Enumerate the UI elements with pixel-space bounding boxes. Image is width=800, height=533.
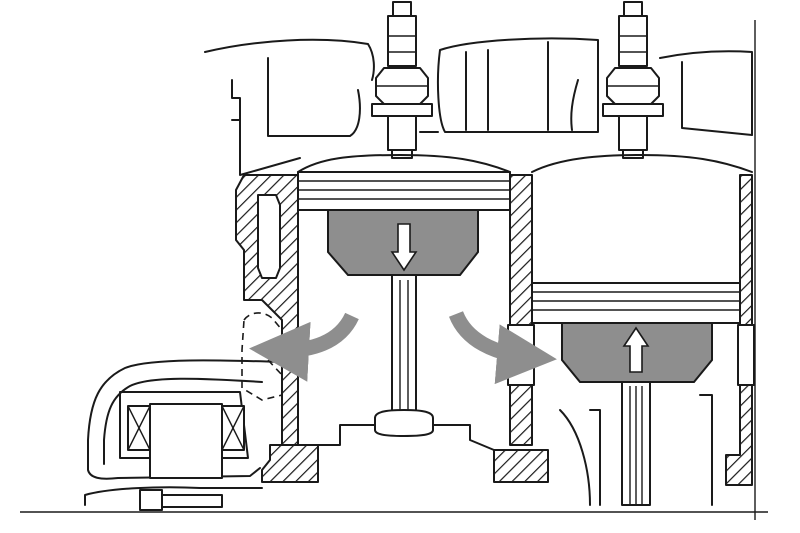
cylinder-head [204, 37, 753, 176]
spark-plug-left [371, 1, 433, 159]
connecting-rod-right [559, 381, 713, 506]
piston-right [531, 282, 741, 383]
piston-up-arrow-icon [622, 326, 650, 373]
spark-plug-right [602, 1, 664, 159]
flow-arrow-right [449, 310, 557, 385]
cylinder-wall-center [507, 174, 535, 446]
combustion-chamber-right [531, 154, 753, 173]
flow-arrow-left [249, 312, 359, 382]
piston-left [297, 171, 511, 276]
piston-down-arrow-icon [390, 223, 418, 272]
cylinder-wall-right [725, 174, 755, 486]
cylinder-wall-left-outer [235, 174, 299, 446]
bearing-housing [84, 359, 283, 511]
connecting-rod-left [374, 274, 434, 437]
crankcase-base [261, 424, 549, 483]
combustion-chamber-left [297, 154, 511, 173]
